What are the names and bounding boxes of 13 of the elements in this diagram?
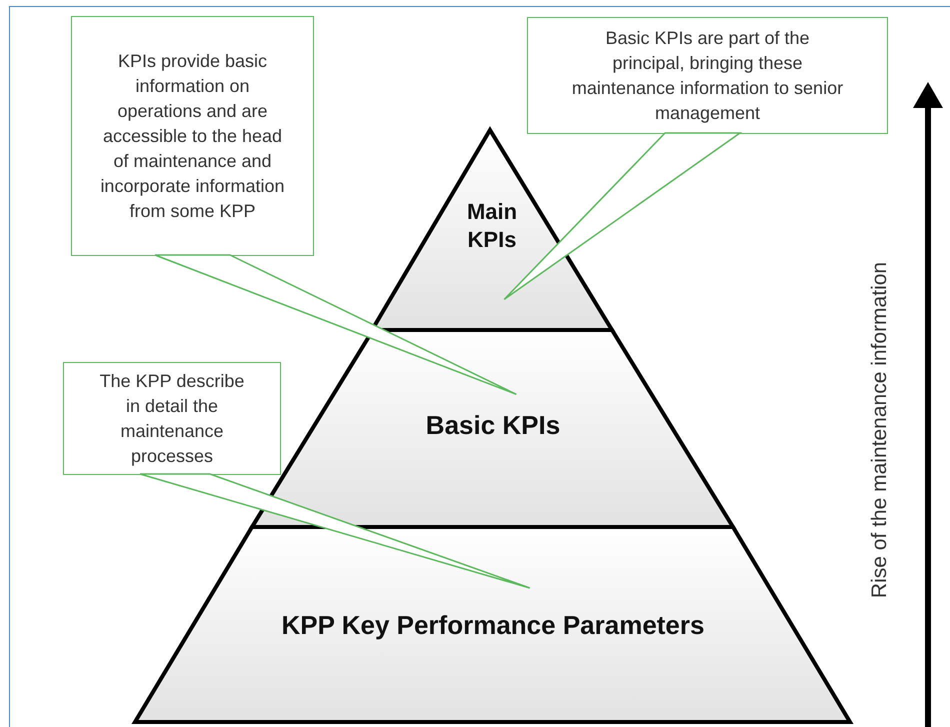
tier-label: Basic KPIs xyxy=(424,410,562,440)
callout-box xyxy=(71,16,314,256)
callout-pointer xyxy=(503,132,742,300)
tier-label: Main KPIs xyxy=(466,198,518,254)
callout-text: Basic KPIs are part of the principal, bringing these maintenance information to senior management xyxy=(570,26,844,125)
callout-pointer xyxy=(154,254,518,396)
callout-text: The KPP describe in detail the maintenance processes xyxy=(98,370,246,468)
callout-pointer xyxy=(139,473,531,589)
callout-box xyxy=(63,362,281,475)
tier-label: KPP Key Performance Parameters xyxy=(280,610,706,640)
axis-label: Rise of the maintenance information xyxy=(868,262,892,598)
callout-text: KPIs provide basic information on operations and are accessible to the head of maintenance and incorporate information from some KPP xyxy=(99,50,286,222)
callout-box xyxy=(527,17,888,134)
